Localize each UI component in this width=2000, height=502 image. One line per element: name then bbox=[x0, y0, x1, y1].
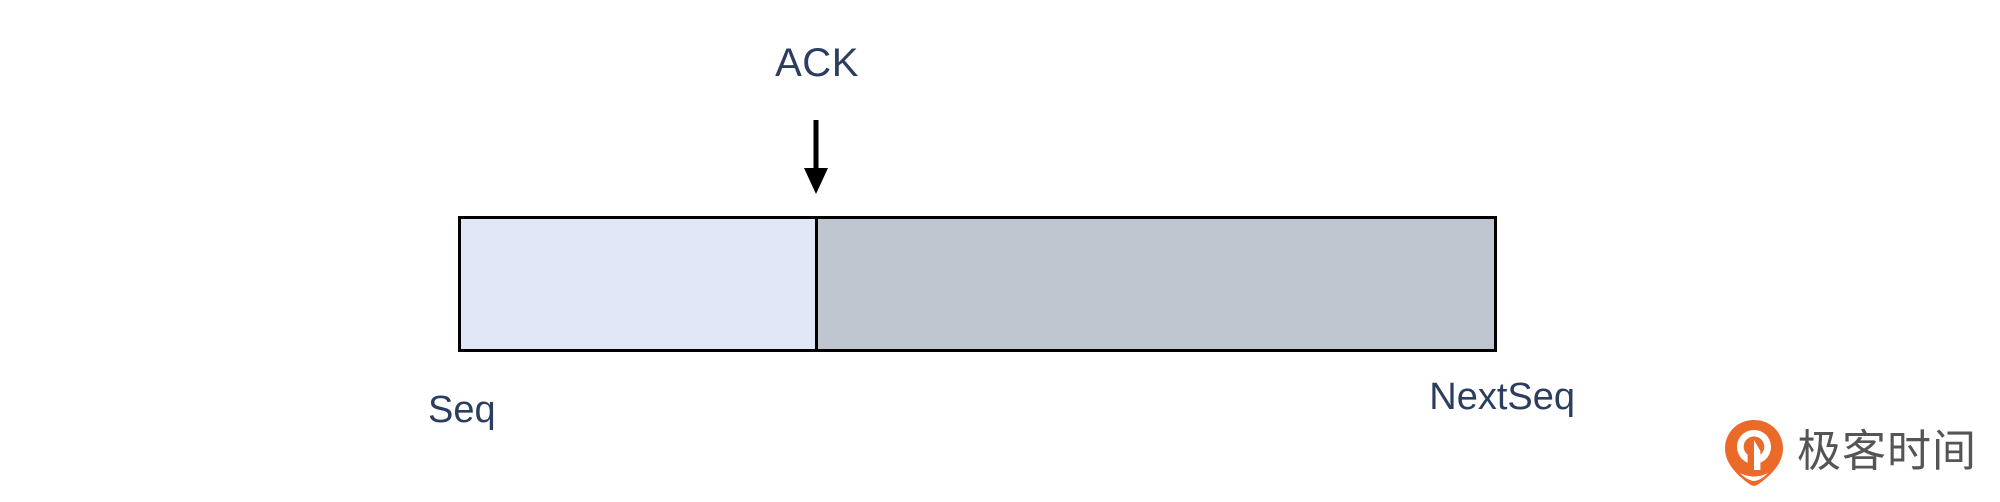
seq-marker-label: Seq bbox=[428, 389, 496, 431]
nextseq-marker-label: NextSeq bbox=[1429, 376, 1575, 418]
arrow-down-icon bbox=[796, 118, 836, 196]
sequence-space-bar bbox=[458, 216, 1497, 352]
watermark-text: 极客时间 bbox=[1797, 426, 1977, 477]
watermark: 极客时间 bbox=[1723, 418, 1977, 486]
ack-label: ACK bbox=[775, 41, 859, 85]
segment-in-flight bbox=[818, 219, 1494, 349]
geektime-pin-logo-icon bbox=[1723, 418, 1785, 486]
segment-acked bbox=[461, 219, 818, 349]
